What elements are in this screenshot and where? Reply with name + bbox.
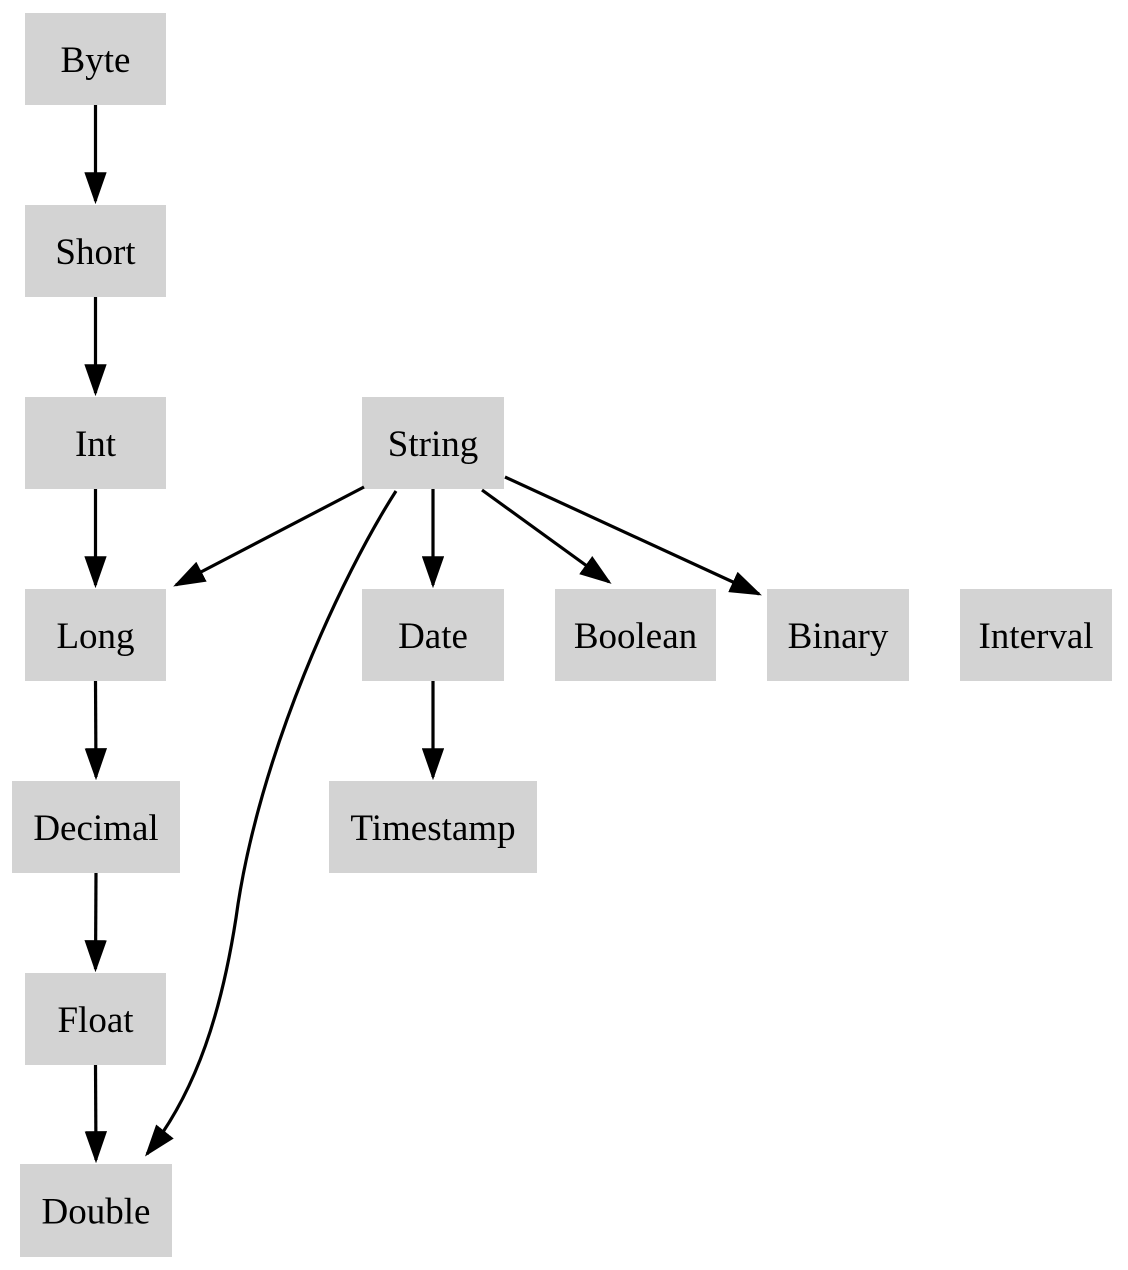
node-label-decimal: Decimal [33, 808, 158, 849]
node-float: Float [25, 973, 166, 1065]
node-int: Int [25, 397, 166, 489]
node-box-boolean [555, 589, 716, 681]
node-short: Short [25, 205, 166, 297]
edge-float-double [84, 1064, 108, 1164]
node-label-boolean: Boolean [574, 616, 697, 657]
node-byte: Byte [25, 13, 166, 105]
node-label-date: Date [398, 616, 468, 657]
node-box-interval [960, 589, 1112, 681]
node-box-byte [25, 13, 166, 105]
node-timestamp: Timestamp [329, 781, 537, 873]
edge-string-double [145, 490, 398, 1157]
node-interval: Interval [960, 589, 1112, 681]
edge-decimal-float [84, 872, 107, 973]
node-box-string [362, 397, 504, 489]
node-label-float: Float [57, 1000, 134, 1041]
node-decimal: Decimal [12, 781, 180, 873]
edges-layer [84, 105, 762, 1164]
edge-long-decimal [84, 680, 108, 781]
node-label-string: String [388, 424, 478, 465]
node-double: Double [20, 1164, 172, 1257]
node-long: Long [25, 589, 166, 681]
node-label-binary: Binary [788, 616, 889, 657]
node-label-timestamp: Timestamp [350, 808, 515, 849]
node-boolean: Boolean [555, 589, 716, 681]
node-date: Date [362, 589, 504, 681]
node-label-interval: Interval [978, 616, 1093, 657]
node-box-decimal [12, 781, 180, 873]
node-binary: Binary [767, 589, 909, 681]
node-box-short [25, 205, 166, 297]
node-label-int: Int [75, 424, 117, 465]
node-label-short: Short [55, 232, 136, 273]
node-box-double [20, 1164, 172, 1257]
node-box-int [25, 397, 166, 489]
node-box-date [362, 589, 504, 681]
node-label-long: Long [56, 616, 134, 657]
node-box-timestamp [329, 781, 537, 873]
node-box-float [25, 973, 166, 1065]
node-string: String [362, 397, 504, 489]
edge-string-long [173, 485, 365, 587]
node-label-double: Double [42, 1192, 151, 1233]
node-box-binary [767, 589, 909, 681]
edge-string-boolean [481, 488, 612, 584]
node-box-long [25, 589, 166, 681]
node-label-byte: Byte [61, 40, 131, 81]
edge-string-binary [504, 475, 762, 596]
